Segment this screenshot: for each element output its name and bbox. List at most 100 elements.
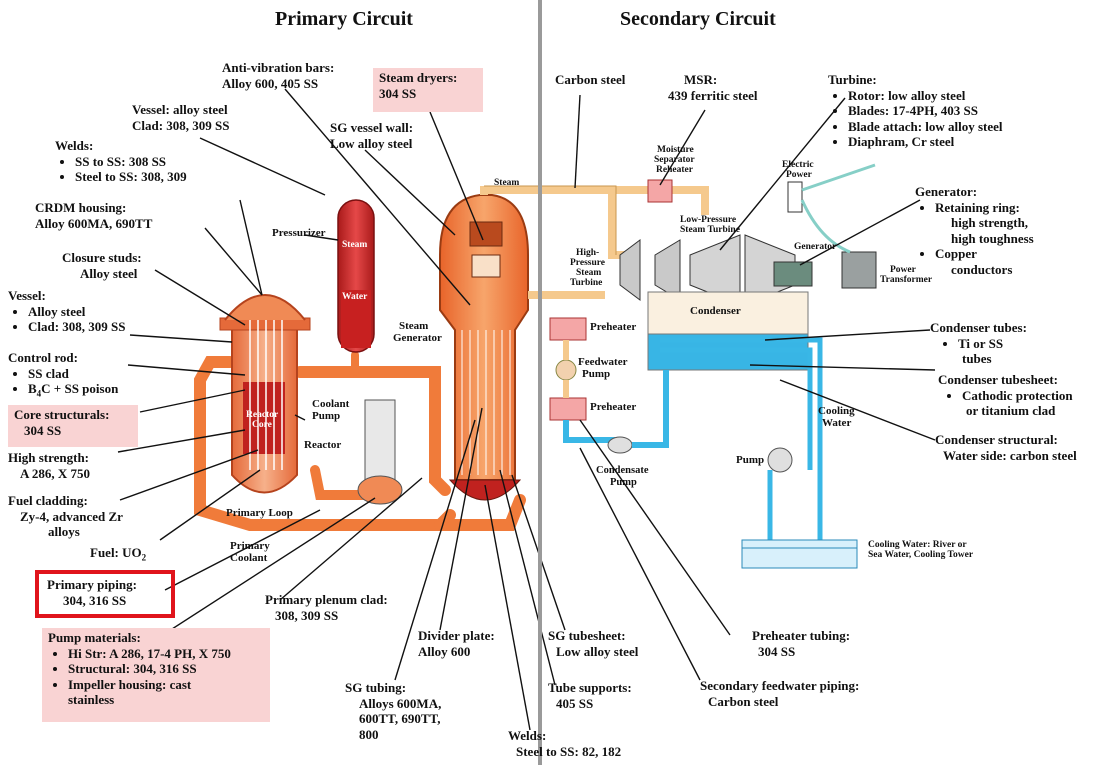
label-value: 308, 309 SS: [275, 607, 339, 623]
subscript: 4: [36, 388, 42, 399]
component-reactor-core: Reactor Core: [246, 410, 278, 430]
label-item: Hi Str: A 286, 17-4 PH, X 750: [68, 646, 264, 662]
component-line: Water: [822, 417, 852, 429]
label-item: Structural: 304, 316 SS: [68, 661, 264, 677]
label-turbine: Turbine: Rotor: low alloy steel Blades: …: [828, 72, 1003, 150]
label-primary-plenum-clad: Primary plenum clad: 308, 309 SS: [265, 592, 388, 623]
label-control-rod: Control rod: SS clad B4C + SS poison: [8, 350, 118, 402]
cooling-water-loop: [660, 337, 823, 540]
label-title: Condenser tubesheet:: [938, 372, 1059, 387]
label-welds-bottom: Welds: Steel to SS: 82, 182: [508, 728, 621, 759]
label-title: Control rod:: [8, 350, 78, 365]
label-value: Steel to SS: 82, 182: [516, 743, 622, 759]
component-coolant-pump: Coolant Pump: [312, 398, 349, 422]
label-item-continued: high strength,: [951, 215, 1029, 230]
component-pump: Pump: [736, 454, 765, 466]
component-steam-generator: Steam Generator: [393, 320, 442, 344]
component-line: Pump: [610, 477, 637, 488]
label-title: Condenser structural:: [935, 432, 1058, 447]
pressurizer: [337, 199, 375, 353]
label-carbon-steel: Carbon steel: [555, 72, 626, 87]
label-item: Clad: 308, 309 SS: [28, 319, 126, 335]
label-title: Pump materials:: [48, 630, 141, 645]
label-title: Vessel:: [8, 288, 46, 303]
label-value: alloys: [48, 524, 80, 539]
component-line: Generator: [393, 332, 442, 344]
label-title: Anti-vibration bars:: [222, 60, 335, 75]
component-line: Pump: [312, 410, 341, 422]
component-lp-turbine: Low-Pressure Steam Turbine: [680, 215, 740, 235]
steam-line-outline: [484, 185, 617, 255]
component-line: Pressure: [570, 258, 606, 268]
label-value: Zy-4, advanced Zr: [20, 508, 123, 524]
component-steam: Steam: [494, 178, 520, 188]
label-title: Turbine:: [828, 72, 877, 87]
label-item: Diaphram, Cr steel: [848, 134, 1003, 150]
label-value: 304, 316 SS: [63, 592, 127, 608]
label-condenser-tubesheet: Condenser tubesheet: Cathodic protection…: [938, 372, 1073, 419]
component-power-transformer: Power Transformer: [880, 265, 932, 285]
label-value: Alloy 600, 405 SS: [222, 75, 319, 91]
condenser: [647, 291, 809, 371]
label-core-structurals: Core structurals: 304 SS: [8, 405, 138, 447]
component-electric-power: Electric Power: [782, 160, 814, 180]
component-line: Cooling: [818, 405, 855, 417]
label-title: Primary plenum clad:: [265, 592, 388, 607]
label-item-continued: or titanium clad: [966, 403, 1056, 418]
component-line: High-: [576, 248, 600, 258]
label-fuel: Fuel: UO2: [90, 545, 146, 566]
label-title: Fuel: UO: [90, 545, 142, 560]
label-item-continued: high toughness: [951, 230, 1034, 246]
component-reactor: Reactor: [304, 439, 342, 451]
component-primary-coolant: Primary Coolant: [230, 540, 270, 564]
label-sg-vessel-wall: SG vessel wall: Low alloy steel: [330, 120, 413, 151]
component-line: Cooling Water: River or: [868, 540, 967, 550]
secondary-circuit-title: Secondary Circuit: [620, 8, 776, 30]
component-line: Turbine: [570, 278, 603, 288]
label-steam-dryers: Steam dryers: 304 SS: [373, 68, 483, 112]
label-value: 405 SS: [556, 695, 594, 711]
label-pump-materials: Pump materials: Hi Str: A 286, 17-4 PH, …: [42, 628, 270, 722]
label-title: Secondary feedwater piping:: [700, 678, 860, 693]
component-condensate-pump: Condensate Pump: [596, 465, 649, 489]
generator-unit: [773, 163, 877, 289]
component-preheater-1: Preheater: [590, 321, 637, 333]
circuit-divider: [538, 0, 542, 765]
component-line: Power: [890, 265, 916, 275]
label-item: Copper: [935, 246, 1034, 262]
component-cooling-water: Cooling Water: [818, 405, 855, 429]
label-title: Condenser tubes:: [930, 320, 1027, 335]
label-item: Cathodic protection: [962, 388, 1073, 404]
label-msr: MSR: 439 ferritic steel: [668, 72, 758, 103]
turbines: [619, 234, 796, 306]
label-value: Clad: 308, 309 SS: [132, 117, 230, 133]
label-title: MSR:: [684, 72, 718, 87]
component-line: Sea Water, Cooling Tower: [868, 550, 974, 560]
label-value: Alloy 600MA, 690TT: [35, 215, 153, 231]
label-welds: Welds: SS to SS: 308 SS Steel to SS: 308…: [55, 138, 187, 185]
component-generator: Generator: [794, 242, 837, 252]
label-value: Alloys 600MA,: [359, 695, 442, 711]
component-line: Separator: [654, 155, 695, 165]
component-pressurizer: Pressurizer: [272, 227, 326, 239]
reactor-vessel: [219, 294, 311, 494]
label-item-continued: tubes: [962, 351, 992, 366]
component-line: Electric: [782, 160, 814, 170]
component-line: Transformer: [880, 275, 933, 285]
label-fuel-cladding: Fuel cladding: Zy-4, advanced Zr alloys: [8, 493, 123, 540]
label-divider-plate: Divider plate: Alloy 600: [418, 628, 495, 659]
label-value: Low alloy steel: [556, 643, 639, 659]
coolant-pump: [357, 399, 403, 505]
component-line: Steam: [399, 320, 429, 332]
label-primary-piping: Primary piping: 304, 316 SS: [35, 570, 175, 618]
leader-lines: [117, 88, 566, 731]
cooling-pump: [767, 447, 793, 473]
component-line: Reactor: [246, 410, 279, 420]
label-item: SS to SS: 308 SS: [75, 154, 187, 170]
component-line: Low-Pressure: [680, 215, 737, 225]
label-title: Generator:: [915, 184, 978, 199]
component-line: Condensate: [596, 465, 649, 476]
component-line: Steam: [576, 268, 602, 278]
label-vessel-alloy-steel: Vessel: alloy steel Clad: 308, 309 SS: [132, 102, 230, 133]
moisture-separator-reheater: [647, 179, 673, 203]
